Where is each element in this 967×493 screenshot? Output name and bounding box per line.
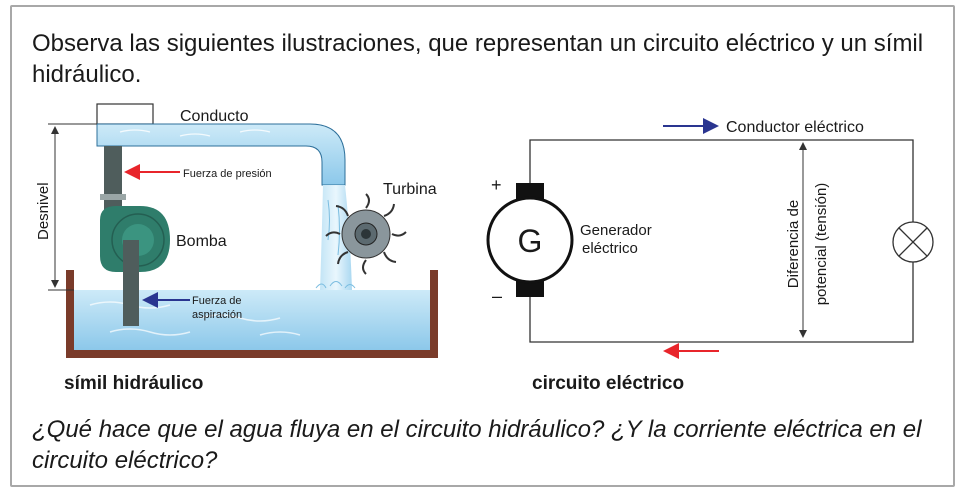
label-conductor: Conductor eléctrico [726, 119, 864, 136]
label-desnivel: Desnivel [35, 182, 52, 240]
intro-text: Observa las siguientes ilustraciones, qu… [32, 30, 924, 88]
label-bomba: Bomba [176, 233, 227, 250]
label-fuerza-presion: Fuerza de presión [183, 168, 272, 180]
turbine-icon [325, 193, 407, 275]
label-turbina: Turbina [383, 181, 437, 198]
question-text: ¿Qué hace que el agua fluya en el circui… [32, 416, 922, 474]
label-generador-line2: eléctrico [582, 240, 638, 257]
pump-icon [100, 146, 170, 326]
caption-electric: circuito eléctrico [532, 373, 685, 394]
generator-symbol: G [518, 223, 543, 259]
caption-hydraulic: símil hidráulico [64, 373, 204, 394]
label-fuerza-aspiracion-line2: aspiración [192, 309, 242, 321]
generator-terminal-bottom [516, 280, 544, 297]
hydraulic-diagram: Conducto Turbina Bomba Fuerza de presión… [35, 103, 438, 358]
circuit-wire [529, 139, 914, 343]
lamp-icon [892, 221, 934, 263]
waterfall [315, 185, 356, 290]
generator-icon [486, 196, 574, 284]
electric-diagram: G + – Generador eléctrico Diferencia de … [486, 118, 934, 359]
desnivel-dimension [48, 123, 97, 291]
label-fuerza-aspiracion-line1: Fuerza de [192, 295, 242, 307]
label-diferencia-line2: potencial (tensión) [813, 183, 830, 306]
label-conducto: Conducto [180, 108, 249, 125]
label-diferencia-line1: Diferencia de [785, 200, 802, 288]
lower-tank [66, 270, 438, 358]
generator-minus: – [492, 286, 502, 306]
label-generador-line1: Generador [580, 222, 652, 239]
content-frame [10, 5, 955, 487]
generator-plus: + [491, 175, 502, 195]
generator-terminal-top [516, 183, 544, 200]
